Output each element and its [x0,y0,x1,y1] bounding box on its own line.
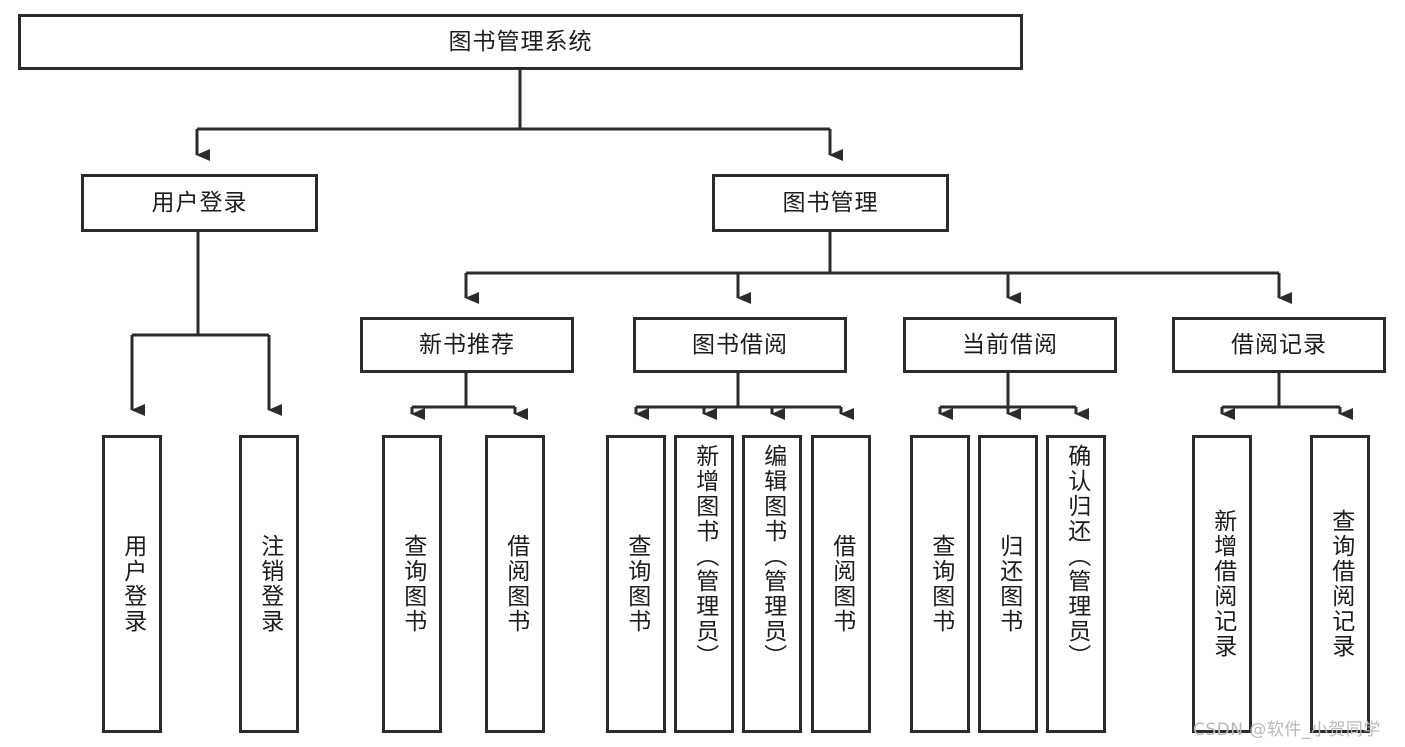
node-leaf-add-book[interactable]: 新增图书（管理员） [674,435,734,733]
node-leaf-borrow-book[interactable]: 借阅图书 [811,435,871,733]
node-label: 新增图书（管理员） [691,444,718,669]
node-user-login[interactable]: 用户登录 [81,174,318,232]
node-label: 查询图书 [927,534,954,634]
node-leaf-add-borrow-record[interactable]: 新增借阅记录 [1192,435,1252,733]
node-book-borrow[interactable]: 图书借阅 [633,317,847,373]
node-leaf-query-book-recommend[interactable]: 查询图书 [382,435,442,733]
node-label: 编辑图书（管理员） [759,444,786,669]
node-label: 图书管理系统 [448,28,593,55]
node-book-management[interactable]: 图书管理 [712,174,949,232]
node-label: 注销登录 [256,534,283,634]
node-leaf-confirm-return[interactable]: 确认归还（管理员） [1046,435,1106,733]
node-label: 用户登录 [119,534,146,634]
node-leaf-logout[interactable]: 注销登录 [239,435,299,733]
node-borrow-records[interactable]: 借阅记录 [1172,317,1386,373]
node-leaf-query-book-borrow[interactable]: 查询图书 [606,435,666,733]
node-label: 图书借阅 [692,331,788,358]
node-label: 查询借阅记录 [1327,509,1354,659]
node-label: 新增借阅记录 [1209,509,1236,659]
node-current-borrow[interactable]: 当前借阅 [903,317,1117,373]
node-leaf-return-book[interactable]: 归还图书 [978,435,1038,733]
node-label: 图书管理 [782,189,879,216]
node-label: 查询图书 [399,534,426,634]
node-leaf-user-login[interactable]: 用户登录 [102,435,162,733]
node-label: 确认归还（管理员） [1063,444,1090,669]
node-new-book-recommend[interactable]: 新书推荐 [360,317,574,373]
node-label: 用户登录 [151,189,248,216]
node-label: 借阅图书 [828,534,855,634]
node-label: 新书推荐 [419,331,515,358]
node-leaf-edit-book[interactable]: 编辑图书（管理员） [742,435,802,733]
node-root-library-management-system[interactable]: 图书管理系统 [18,14,1023,70]
node-label: 当前借阅 [962,331,1058,358]
node-leaf-query-book-current[interactable]: 查询图书 [910,435,970,733]
node-leaf-borrow-book-recommend[interactable]: 借阅图书 [485,435,545,733]
node-label: 查询图书 [623,534,650,634]
csdn-watermark: CSDN @软件_小贺同学 [1193,720,1381,740]
node-label: 借阅记录 [1231,331,1327,358]
node-leaf-query-borrow-record[interactable]: 查询借阅记录 [1310,435,1370,733]
node-label: 归还图书 [995,534,1022,634]
node-label: 借阅图书 [502,534,529,634]
